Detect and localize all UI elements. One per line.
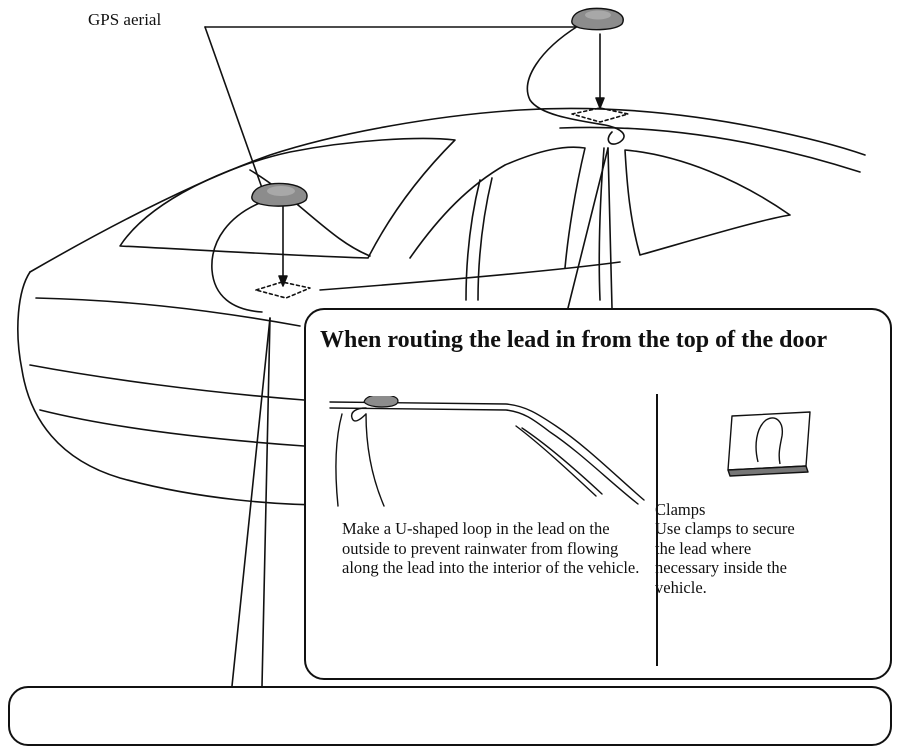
rear-aerial-cable [211,201,263,313]
rear-window [119,137,456,259]
panel-divider [656,394,658,666]
roof-aerial-cable [526,25,625,145]
roof-footprint [571,107,629,123]
gps-aerial-icon [363,396,399,408]
rear-footprint [255,281,311,299]
gps-aerial-icon [251,182,308,207]
zoom-line-rear-2 [261,317,271,687]
gps-aerial-label: GPS aerial [88,10,162,29]
gps-aerial-icon [571,7,624,31]
car-roof-line [29,107,866,273]
door-detail-diagram [329,396,645,507]
car-trunk-line [35,297,301,327]
loop-caption: Make a U-shaped loop in the lead on the … [342,519,640,577]
clamps-title: Clamps [655,500,706,519]
door-pillar-2 [477,177,493,301]
clamps-caption: Use clamps to secure the lead where nece… [655,519,795,597]
door-pillar [465,179,481,301]
panel-title: When routing the lead in from the top of… [320,327,828,353]
car-bumper-line [29,364,305,401]
roof-drop-arrow [595,97,605,109]
bottom-panel [8,686,892,746]
leader-line-1 [204,26,263,189]
door-routing-panel: When routing the lead in from the top of… [304,308,892,680]
rear-drop-arrow [278,275,288,287]
zoom-line-roof-2 [607,147,613,309]
rear-window-inner [249,169,371,257]
car-bumper-lower [39,409,305,447]
car-side-line [319,261,621,291]
zoom-line-rear-1 [231,317,271,687]
zoom-line-roof-1 [567,147,609,309]
side-window-rear [409,146,586,269]
roof-rail [559,126,861,173]
car-diagram [17,7,866,687]
side-window-front [624,149,791,256]
clamp-icon [727,411,811,477]
